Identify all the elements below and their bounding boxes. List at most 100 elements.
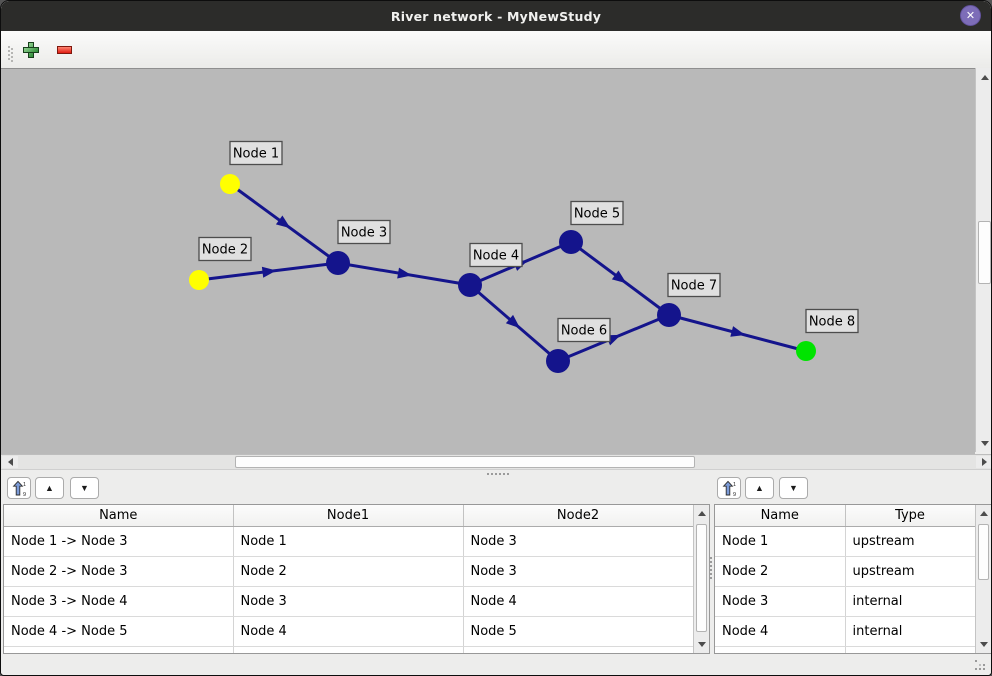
graph-node[interactable] — [559, 230, 583, 254]
flow-direction-arrow-icon — [611, 270, 627, 284]
add-branch-button[interactable] — [19, 38, 43, 62]
vertical-scroll-thumb[interactable] — [978, 221, 991, 284]
main-toolbar — [1, 31, 991, 69]
nodes-move-up-button[interactable]: ▲ — [745, 477, 774, 499]
remove-branch-button[interactable] — [52, 38, 76, 62]
table-cell[interactable]: Node 4 -> Node 5 — [4, 616, 234, 647]
table-cell[interactable]: Node 3 — [233, 586, 464, 617]
flow-direction-arrow-icon — [275, 215, 291, 229]
canvas-horizontal-scrollbar[interactable] — [1, 454, 991, 470]
titlebar[interactable]: River network - MyNewStudy ✕ — [1, 1, 991, 31]
vertical-scroll-thumb[interactable] — [978, 524, 989, 580]
scroll-down-button[interactable] — [977, 637, 990, 652]
branches-sort-button[interactable]: 1 9 — [7, 477, 31, 499]
graph-node[interactable] — [220, 174, 240, 194]
nodes-move-down-button[interactable]: ▼ — [779, 477, 808, 499]
node-label-text: Node 6 — [561, 324, 607, 339]
graph-node[interactable] — [458, 273, 482, 297]
flow-direction-arrow-icon — [261, 266, 277, 278]
minus-icon — [56, 46, 72, 54]
graph-node[interactable] — [657, 303, 681, 327]
node-label-text: Node 3 — [341, 226, 387, 241]
node-label-box — [557, 317, 611, 343]
column-header[interactable]: Type — [845, 505, 976, 527]
node-label-text: Node 5 — [574, 207, 620, 222]
branches-move-down-button[interactable]: ▼ — [70, 477, 99, 499]
resize-grip[interactable] — [975, 660, 977, 662]
table-cell[interactable]: Node 1 — [715, 526, 846, 557]
scroll-up-button[interactable] — [977, 69, 991, 85]
graph-node[interactable] — [796, 341, 816, 361]
column-header[interactable]: Name — [715, 505, 846, 527]
table-cell[interactable]: Node 1 -> Node 3 — [4, 526, 234, 557]
svg-text:9: 9 — [23, 492, 26, 497]
node-label-box — [198, 236, 252, 262]
horizontal-scroll-thumb[interactable] — [235, 456, 695, 468]
table-cell[interactable]: upstream — [845, 556, 976, 587]
table-cell[interactable]: Node 4 — [463, 586, 694, 617]
table-cell[interactable]: Node 3 -> Node 4 — [4, 586, 234, 617]
scroll-down-button[interactable] — [977, 435, 991, 451]
node-label-box — [229, 140, 283, 166]
graph-node[interactable] — [189, 270, 209, 290]
table-cell[interactable]: internal — [845, 616, 976, 647]
scroll-right-button[interactable] — [976, 456, 991, 468]
graph-node[interactable] — [546, 349, 570, 373]
flow-direction-arrow-icon — [730, 326, 746, 337]
table-cell[interactable]: upstream — [845, 526, 976, 557]
table-cell[interactable]: Node 1 — [233, 526, 464, 557]
branches-table-scrollbar[interactable] — [693, 505, 709, 653]
scroll-left-button[interactable] — [2, 456, 18, 468]
table-cell[interactable]: Node 3 — [715, 586, 846, 617]
table-cell[interactable]: Node 5 — [463, 616, 694, 647]
scroll-up-button[interactable] — [977, 506, 990, 521]
close-button[interactable]: ✕ — [960, 5, 981, 26]
sort-icon: 1 9 — [12, 480, 26, 497]
table-cell[interactable]: Node 2 -> Node 3 — [4, 556, 234, 587]
panel-splitter-handle[interactable] — [710, 557, 712, 559]
table-row-partial — [715, 646, 976, 653]
triangle-down-icon — [979, 642, 988, 647]
horizontal-splitter[interactable] — [1, 470, 991, 478]
branches-move-up-button[interactable]: ▲ — [35, 477, 64, 499]
column-header[interactable]: Node1 — [233, 505, 464, 527]
toolbar-drag-handle[interactable] — [8, 45, 10, 48]
triangle-up-icon — [980, 74, 989, 80]
table-cell[interactable]: internal — [845, 586, 976, 617]
triangle-up-icon — [697, 511, 706, 516]
nodes-table-scrollbar[interactable] — [975, 505, 991, 653]
table-cell[interactable]: Node 4 — [715, 616, 846, 647]
up-arrow-icon: ▲ — [755, 483, 764, 493]
triangle-up-icon — [979, 511, 988, 516]
canvas-vertical-scrollbar[interactable] — [975, 68, 991, 452]
scroll-up-button[interactable] — [695, 506, 708, 521]
table-cell[interactable]: Node 2 — [715, 556, 846, 587]
column-header[interactable]: Node2 — [463, 505, 694, 527]
table-cell[interactable]: Node 2 — [233, 556, 464, 587]
scroll-down-button[interactable] — [695, 637, 708, 652]
vertical-scroll-thumb[interactable] — [696, 524, 707, 632]
node-label-box — [337, 219, 391, 245]
table-cell[interactable]: Node 3 — [463, 526, 694, 557]
column-header[interactable]: Name — [4, 505, 234, 527]
node-label-text: Node 7 — [671, 279, 717, 294]
nodes-sort-button[interactable]: 1 9 — [717, 477, 741, 499]
triangle-right-icon — [981, 458, 987, 466]
graph-node[interactable] — [326, 251, 350, 275]
table-cell[interactable]: Node 3 — [463, 556, 694, 587]
table-cell[interactable]: Node 4 — [233, 616, 464, 647]
